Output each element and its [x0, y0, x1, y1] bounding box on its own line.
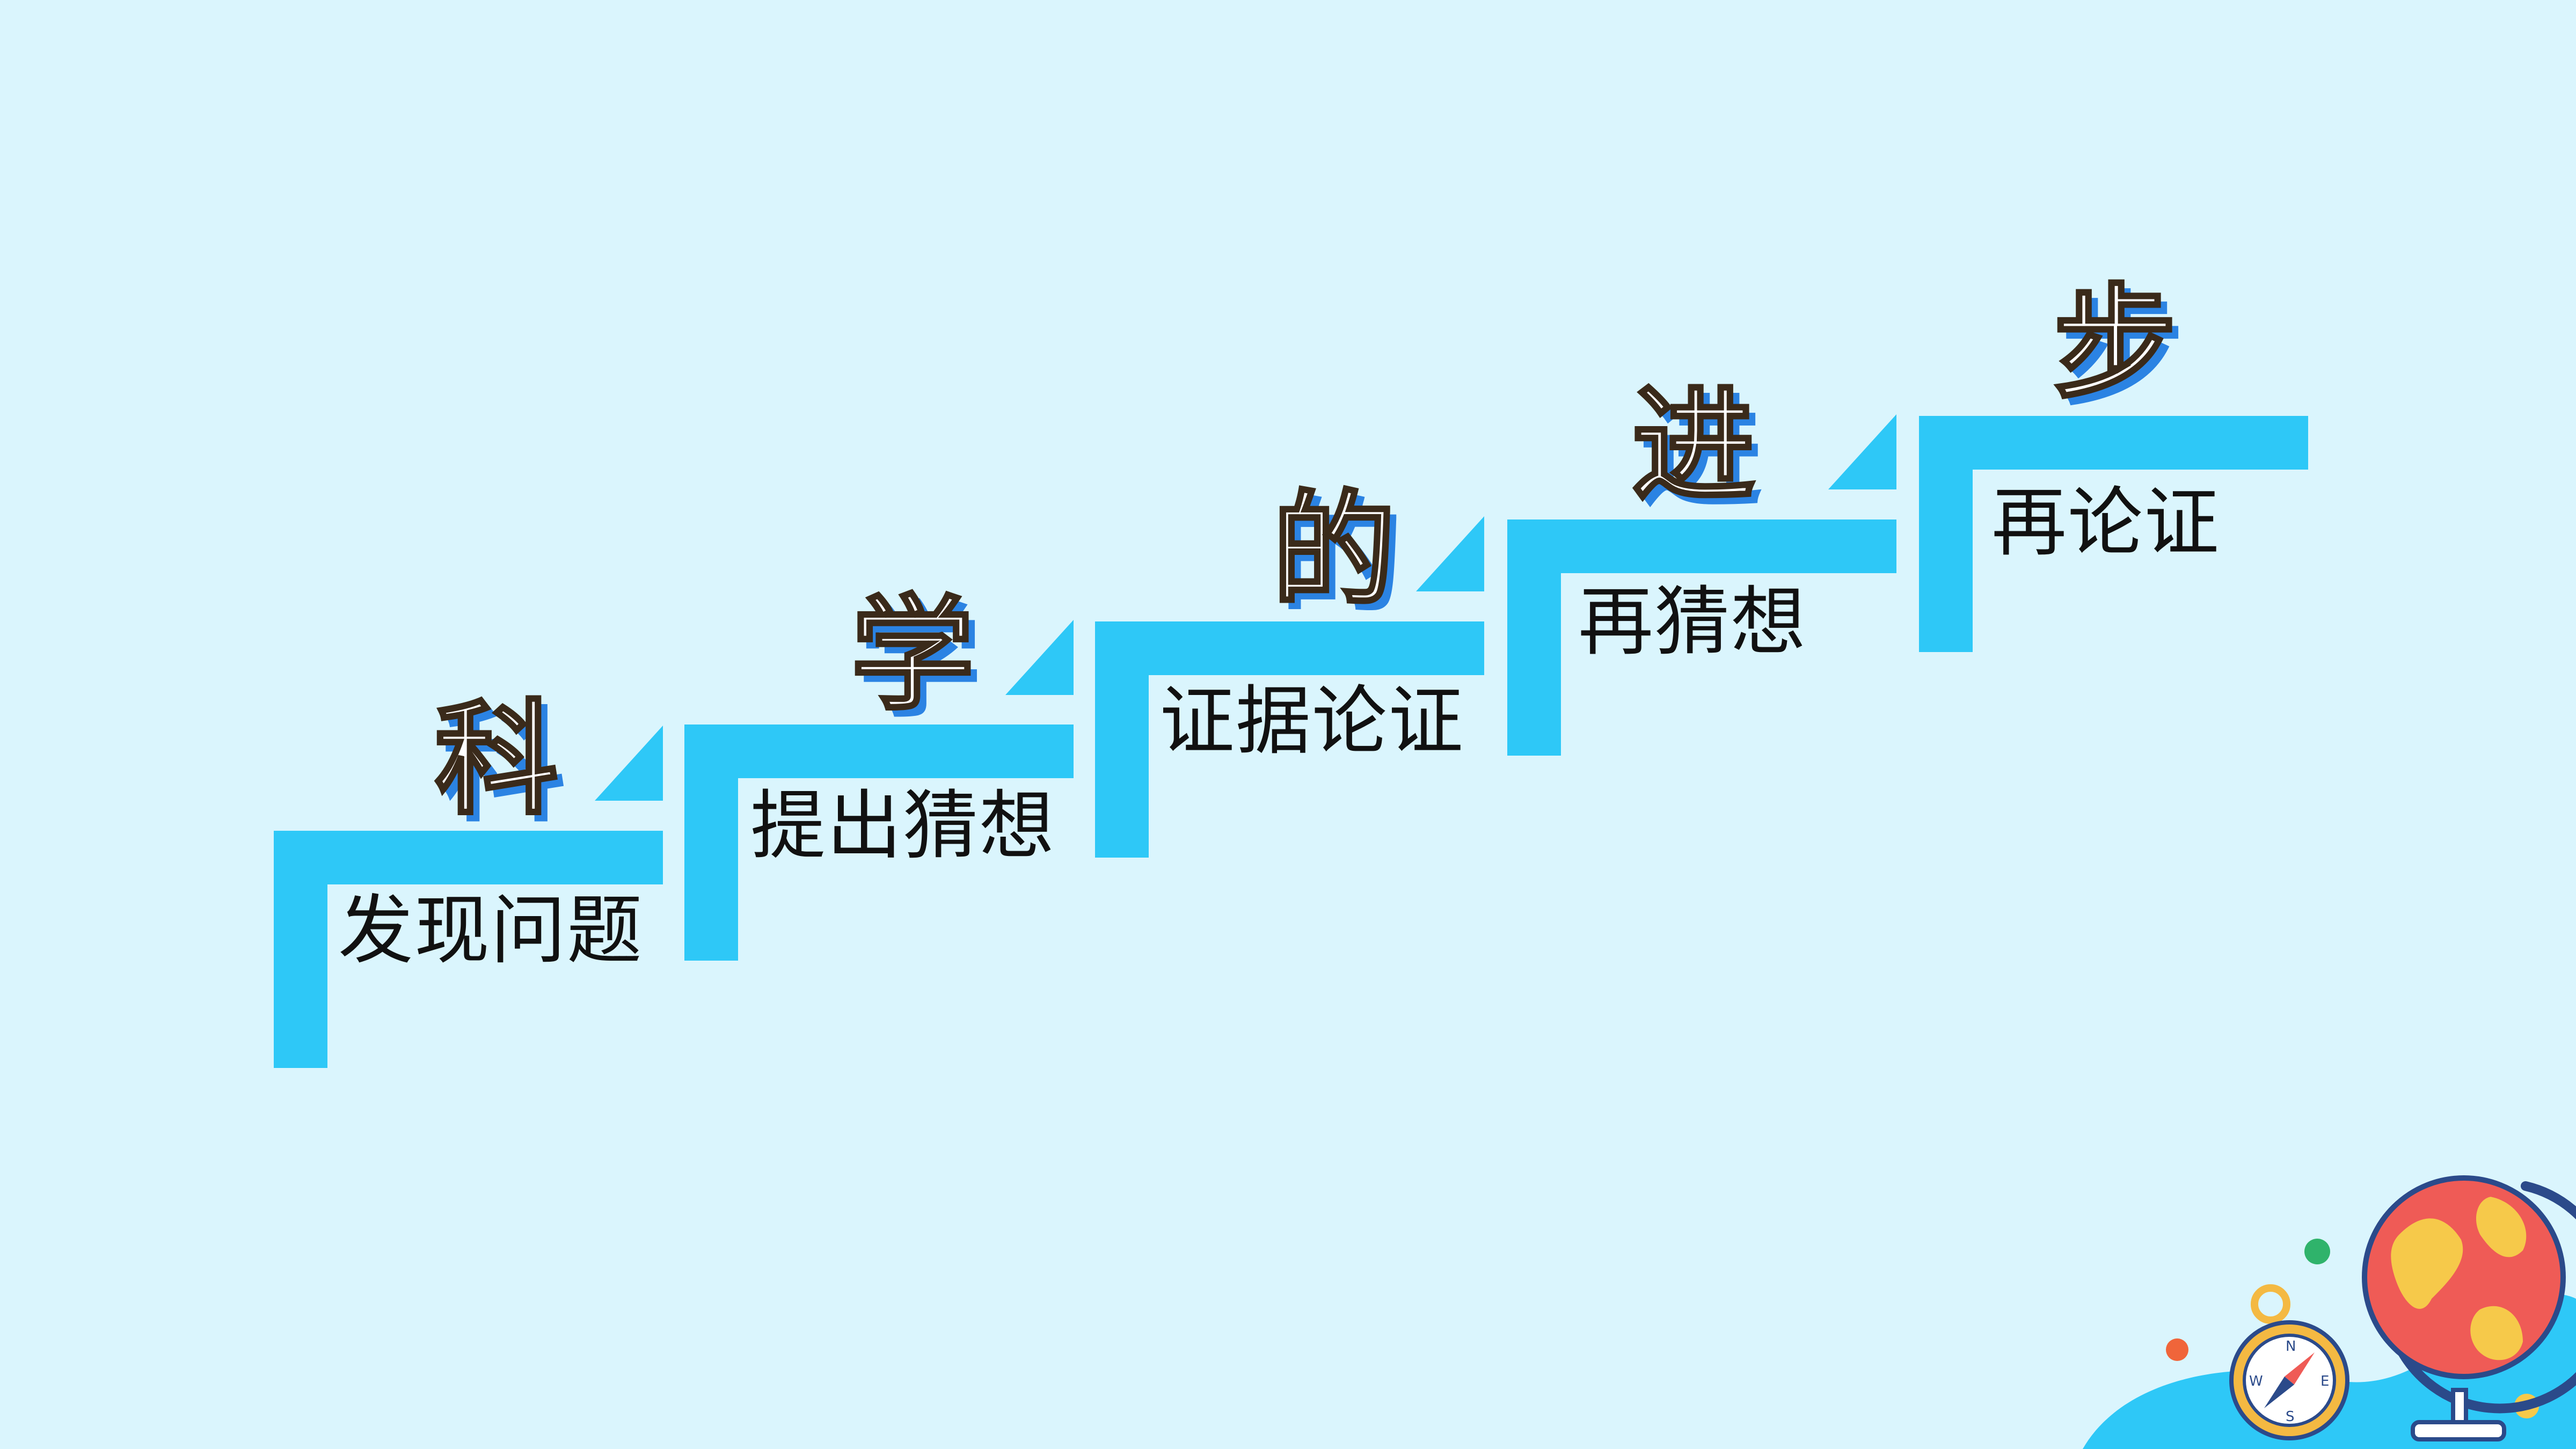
step-4-left-bar	[1507, 519, 1561, 756]
step-1-left-bar	[274, 831, 327, 1068]
step-5-label: 再论证	[1991, 479, 2221, 567]
step-2-label: 提出猜想	[750, 782, 1056, 870]
step-4-title-char: 进	[1630, 373, 1756, 518]
step-1-label: 发现问题	[338, 887, 644, 975]
step-1-top-bar	[274, 831, 663, 884]
compass-n-label: N	[2286, 1338, 2296, 1355]
compass-e-label: E	[2320, 1373, 2329, 1389]
step-2-corner-triangle	[1005, 620, 1074, 695]
step-3-corner-triangle	[1416, 516, 1484, 591]
step-3-left-bar	[1095, 621, 1149, 858]
green-dot-icon	[2304, 1239, 2330, 1264]
step-5-title-char: 步	[2052, 271, 2178, 416]
step-2-left-bar	[684, 724, 738, 961]
step-2-top-bar	[684, 724, 1074, 778]
compass-icon: N E S W	[2229, 1284, 2349, 1440]
globe-icon	[2362, 1175, 2576, 1441]
step-2-title-char: 学	[849, 582, 975, 727]
step-1-title-char: 科	[433, 687, 559, 832]
step-3-label: 证据论证	[1159, 678, 1465, 765]
orange-dot-icon	[2166, 1338, 2188, 1361]
step-4-label: 再猜想	[1578, 579, 1807, 666]
step-4-top-bar	[1507, 519, 1896, 573]
step-3-title-char: 的	[1271, 478, 1397, 623]
step-4-corner-triangle	[1828, 414, 1896, 489]
step-5-top-bar	[1919, 416, 2308, 470]
compass-s-label: S	[2286, 1409, 2295, 1425]
compass-w-label: W	[2249, 1373, 2263, 1389]
step-1-corner-triangle	[595, 726, 663, 801]
step-3-top-bar	[1095, 621, 1484, 675]
step-5-left-bar	[1919, 416, 1973, 652]
